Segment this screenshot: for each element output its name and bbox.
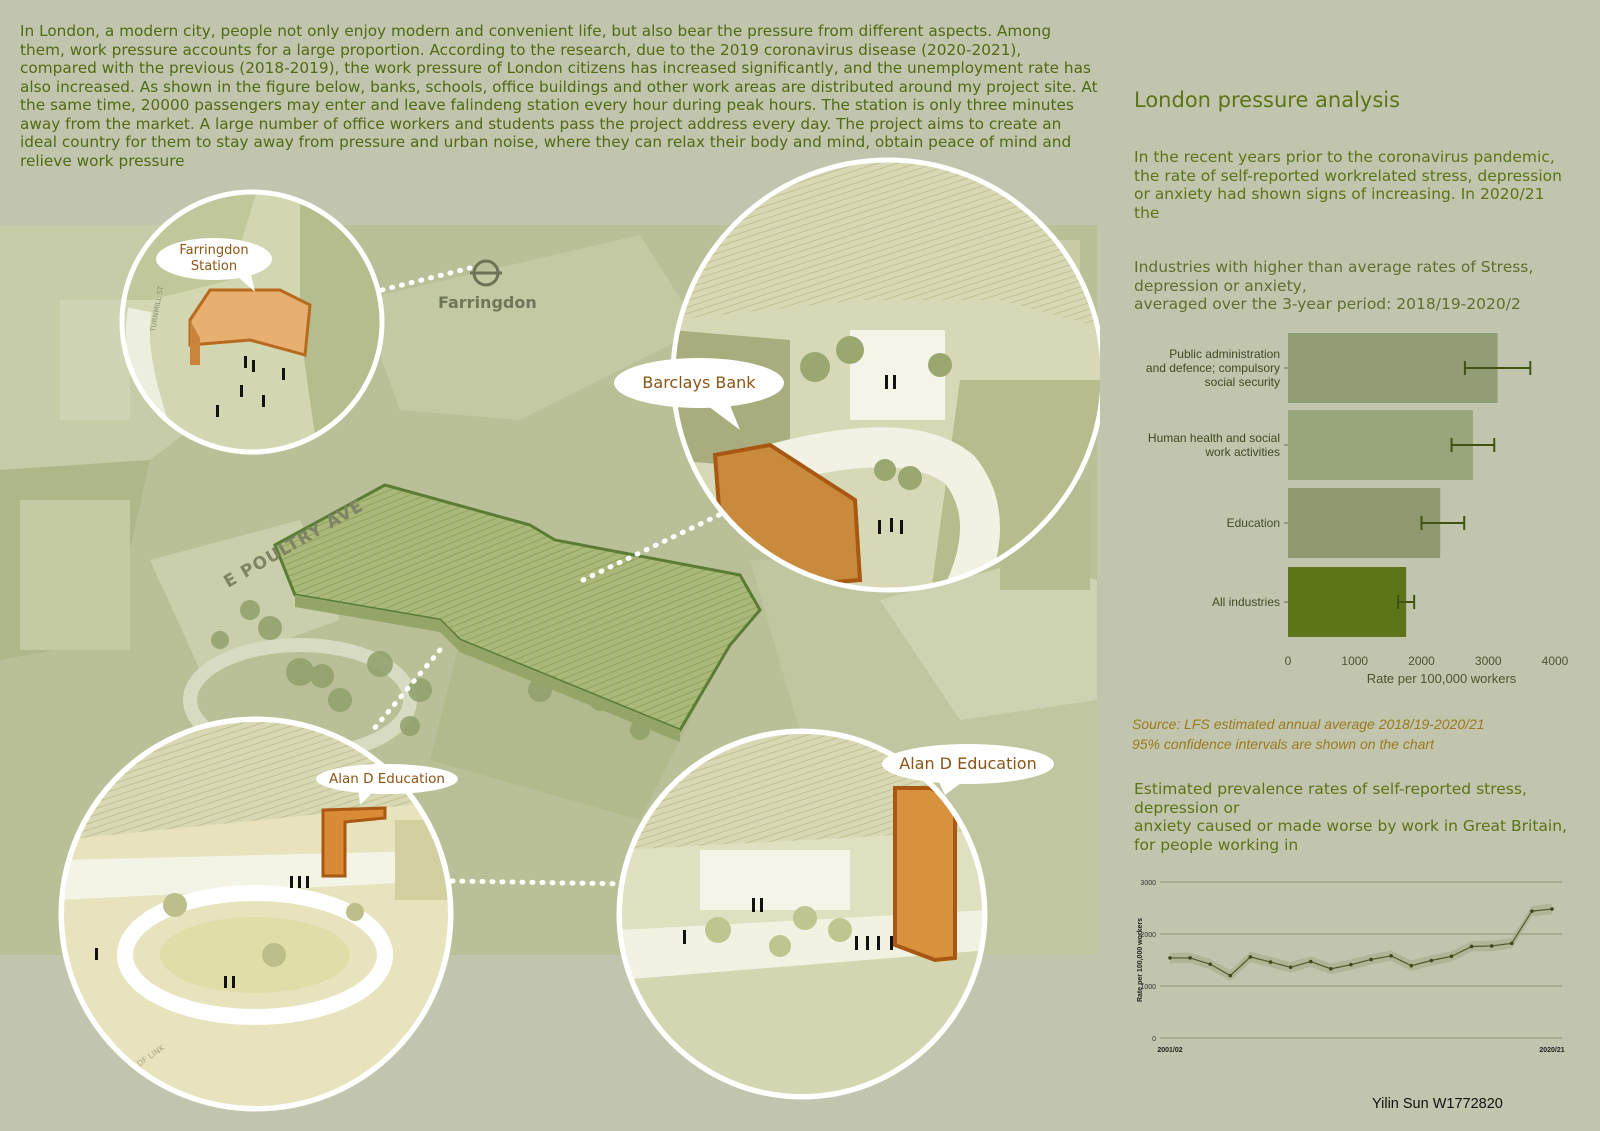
industries-line3: averaged over the 3-year period: 2018/19… <box>1134 295 1521 313</box>
x-tick-label-0: 0 <box>1285 654 1292 668</box>
point-8 <box>1329 967 1333 971</box>
point-11 <box>1389 954 1393 958</box>
confidence-band <box>1170 903 1552 981</box>
point-4 <box>1248 955 1253 959</box>
point-5 <box>1268 960 1273 964</box>
point-15 <box>1469 944 1474 949</box>
bar-label-0-2: social security <box>1205 375 1280 389</box>
industries-heading: Industries with higher than average rate… <box>1134 258 1574 314</box>
y-tick-label-2: 2000 <box>1140 932 1156 939</box>
bar-label-0-1: and defence; compulsory <box>1146 361 1280 375</box>
point-9 <box>1349 962 1353 967</box>
x-label-end: 2020/21 <box>1539 1047 1564 1054</box>
detail-circle-education-right <box>616 728 988 1100</box>
industries-line2: depression or anxiety, <box>1134 276 1307 295</box>
prevalence-line3: for people working in <box>1134 835 1299 854</box>
callout-education-left-label: Alan D Education <box>328 771 445 787</box>
x-tick-label-3: 3000 <box>1475 654 1502 668</box>
detail-circle-education-left: ADF LINK <box>58 716 454 1112</box>
bar-label-1-0: Human health and social <box>1148 431 1280 445</box>
point-12 <box>1409 963 1414 968</box>
industries-line1: Industries with higher than average rate… <box>1134 258 1534 276</box>
callout-farringdon-station: Farringdon Station <box>156 238 272 280</box>
y-axis-label: Rate per 100,000 workers <box>1137 918 1144 1002</box>
point-17 <box>1509 941 1514 946</box>
point-1 <box>1188 956 1192 960</box>
callout-station-line1: Farringdon <box>179 243 249 258</box>
point-2 <box>1208 962 1213 966</box>
bar-0 <box>1288 333 1498 403</box>
y-tick-label-0: 0 <box>1152 1036 1156 1043</box>
detail-circle-bank <box>670 157 1100 593</box>
bar-label-0-0: Public administration <box>1169 347 1280 361</box>
farringdon-map-label: Farringdon <box>438 293 537 312</box>
point-7 <box>1308 959 1313 964</box>
callout-bank-label: Barclays Bank <box>642 373 756 392</box>
chart-source-note: Source: LFS estimated annual average 201… <box>1132 714 1485 754</box>
point-14 <box>1449 954 1454 959</box>
x-tick-label-4: 4000 <box>1542 654 1569 668</box>
panel-title: London pressure analysis <box>1134 88 1401 112</box>
source-line1: Source: LFS estimated annual average 201… <box>1132 716 1485 732</box>
source-line2: 95% confidence intervals are shown on th… <box>1132 736 1434 752</box>
callout-alan-d-right: Alan D Education <box>882 744 1054 784</box>
point-19 <box>1550 907 1554 911</box>
bar-3 <box>1288 567 1407 637</box>
point-18 <box>1530 909 1534 913</box>
site-map-illustration: Farringdon E POULTRY AVE TURNMILL ST <box>0 157 1100 1112</box>
callout-station-line2: Station <box>190 259 238 274</box>
series-line <box>1170 908 1553 977</box>
x-axis-label: Rate per 100,000 workers <box>1367 671 1517 686</box>
x-tick-label-2: 2000 <box>1408 654 1435 668</box>
bar-label-3-0: All industries <box>1212 595 1280 609</box>
point-16 <box>1489 944 1494 948</box>
point-0 <box>1168 956 1172 960</box>
callout-alan-d-left: Alan D Education <box>316 764 458 794</box>
y-tick-label-1: 1000 <box>1140 984 1156 991</box>
bar-label-1-1: work activities <box>1204 445 1280 459</box>
x-label-start: 2001/02 <box>1157 1047 1182 1054</box>
panel-intro: In the recent years prior to the coronav… <box>1134 148 1562 222</box>
x-tick-label-1: 1000 <box>1341 654 1368 668</box>
callout-barclays-bank: Barclays Bank <box>614 358 784 408</box>
prevalence-line2: anxiety caused or made worse by work in … <box>1134 817 1567 835</box>
prevalence-line1: Estimated prevalence rates of self-repor… <box>1134 780 1527 817</box>
intro-paragraph: In London, a modern city, people not onl… <box>20 22 1098 170</box>
bar-2 <box>1288 488 1441 558</box>
prevalence-heading: Estimated prevalence rates of self-repor… <box>1134 780 1579 854</box>
author-credit: Yilin Sun W1772820 <box>1372 1096 1503 1112</box>
point-13 <box>1429 958 1434 963</box>
point-10 <box>1369 957 1373 962</box>
y-tick-label-3: 3000 <box>1140 880 1156 887</box>
point-6 <box>1288 965 1293 970</box>
bar-label-2-0: Education <box>1227 516 1280 530</box>
point-3 <box>1228 973 1233 978</box>
bar-1 <box>1288 410 1473 480</box>
callout-education-right-label: Alan D Education <box>899 754 1037 773</box>
